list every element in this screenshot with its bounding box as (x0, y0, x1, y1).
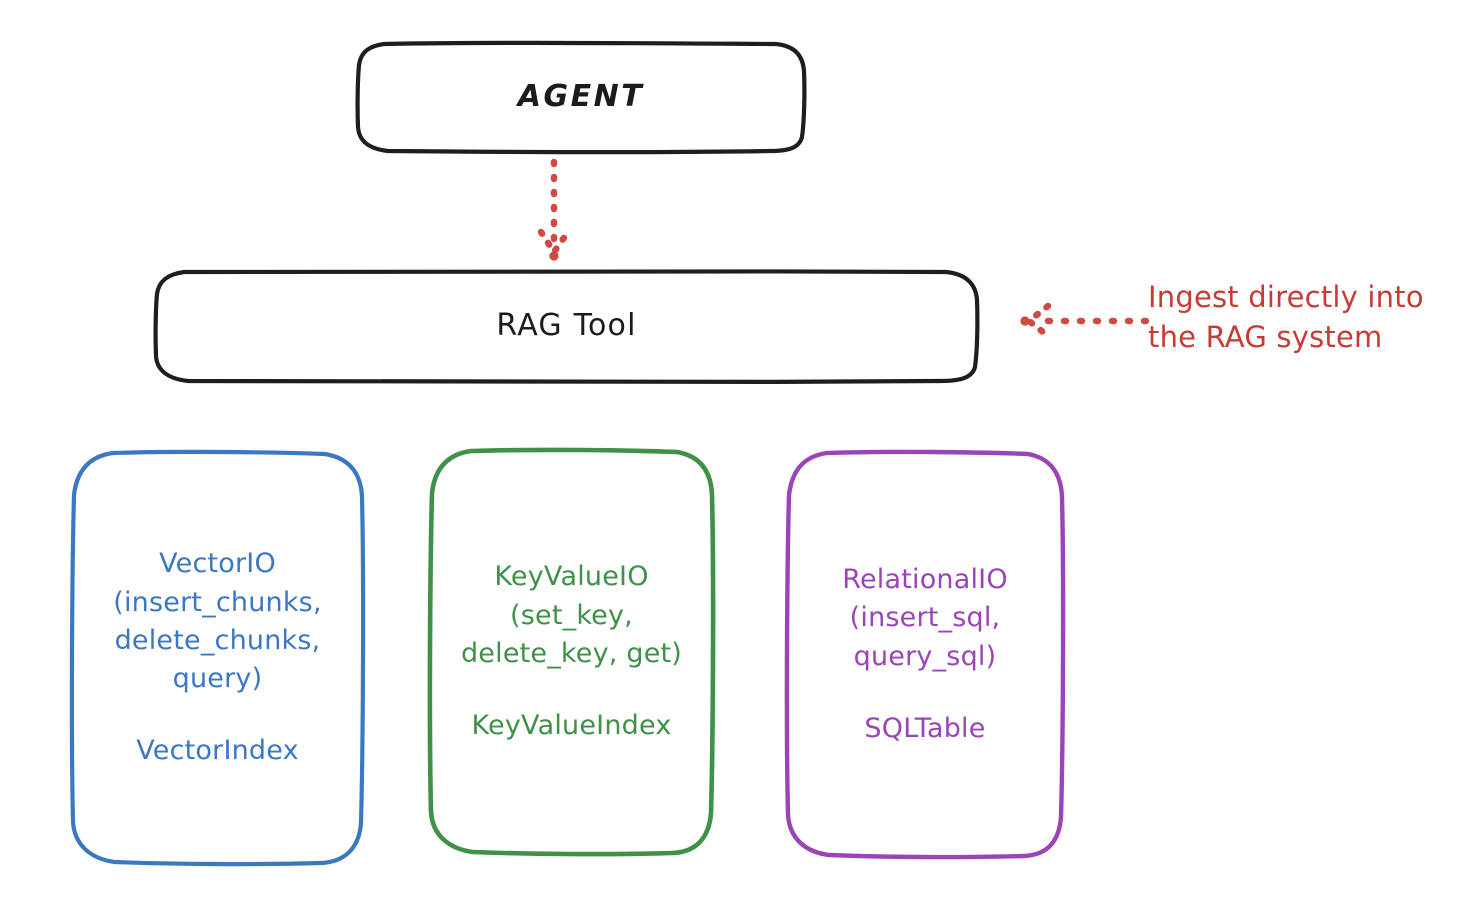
node-rag-tool[interactable]: RAG Tool (153, 268, 980, 385)
annotation-ingest-text: Ingest directly into the RAG system (1148, 280, 1424, 355)
node-agent[interactable]: AGENT (355, 40, 807, 155)
arrowhead-tip-down (549, 251, 559, 261)
node-key-value-io-label: KeyValueIO (set_key, delete_key, get) (460, 561, 683, 669)
node-key-value-io-sublabel: KeyValueIndex (471, 710, 672, 742)
node-vector-io[interactable]: VectorIO (insert_chunks, delete_chunks, … (69, 449, 366, 867)
node-vector-io-label: VectorIO (insert_chunks, delete_chunks, … (113, 548, 322, 695)
node-relational-io[interactable]: RelationalIO (insert_sql, query_sql) SQL… (784, 449, 1066, 860)
annotation-ingest: Ingest directly into the RAG system (1148, 277, 1478, 357)
node-rag-tool-label: RAG Tool (496, 307, 637, 343)
node-relational-io-label: RelationalIO (insert_sql, query_sql) (842, 563, 1008, 672)
edge-ingest-to-rag-tool (1020, 302, 1150, 340)
edge-agent-to-rag-tool (537, 158, 572, 261)
arrowhead-tip-left (1020, 316, 1030, 326)
node-key-value-io[interactable]: KeyValueIO (set_key, delete_key, get) Ke… (427, 447, 716, 857)
node-vector-io-sublabel: VectorIndex (136, 735, 299, 767)
node-agent-label: AGENT (517, 78, 645, 114)
node-relational-io-sublabel: SQLTable (864, 712, 986, 744)
